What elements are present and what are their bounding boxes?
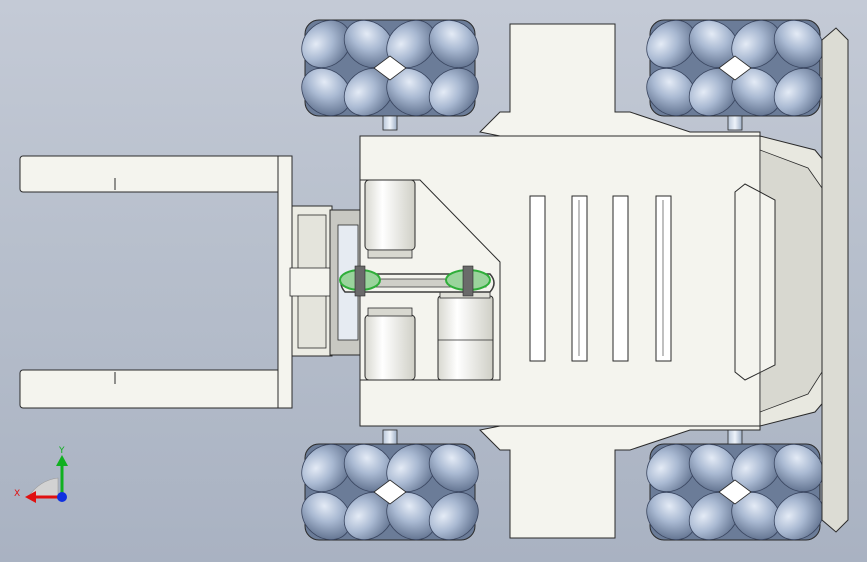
mecanum-roller [646,67,697,117]
front-guard-bar[interactable] [821,27,849,533]
wheel-rear-right[interactable] [637,429,833,549]
wheel-hub-center [373,55,407,81]
wheel-axle [382,429,398,445]
mecanum-roller [773,19,824,69]
motor-upper[interactable] [364,179,416,251]
mecanum-roller [428,19,479,69]
triad-z-axis-icon [57,492,67,502]
motor-upper-cap [367,249,413,259]
pulley-shaft-right [462,265,474,297]
view-orientation-triad-icon: X Y [14,446,68,503]
drive-motors[interactable] [364,179,494,381]
chassis-bottom-plate[interactable] [478,425,761,539]
fork-carriage-plate-2 [297,292,327,349]
wheel-rear-left[interactable] [292,429,488,549]
fork-assembly[interactable] [19,155,336,409]
fork-carriage-plate [297,214,327,271]
mecanum-roller [301,443,352,493]
vent-slot-3 [612,195,629,362]
vent-slot-2 [571,195,588,362]
vent-slot-1 [529,195,546,362]
triad-y-arrow-icon [56,455,68,466]
wheel-hub-center [718,55,752,81]
wheel-hub-center [373,479,407,505]
wheel-axle [727,115,743,131]
wheel-front-left[interactable] [292,11,488,131]
wheel-front-right[interactable] [637,11,833,131]
fork-arm-top[interactable] [19,155,293,193]
mecanum-roller [646,491,697,541]
vent-slot-4 [655,195,672,362]
triad-x-label: X [14,489,20,499]
mecanum-roller [301,19,352,69]
mecanum-roller [773,443,824,493]
mecanum-roller [301,67,352,117]
wheel-axle [727,429,743,445]
wheel-hub-center [718,479,752,505]
lift-motor[interactable] [437,295,494,381]
pulley-shaft-left [354,265,366,297]
sensor-housing[interactable] [734,183,776,381]
triad-x-arrow-icon [25,491,36,503]
motor-lower-cap [367,307,413,317]
mecanum-roller [428,491,479,541]
belt-drive[interactable] [339,265,495,297]
mecanum-roller [428,67,479,117]
triad-y-label: Y [58,446,65,456]
fork-slider [289,267,336,297]
mecanum-roller [428,443,479,493]
fork-arm-bottom[interactable] [19,369,293,409]
mecanum-roller [646,443,697,493]
mecanum-roller [773,491,824,541]
mecanum-roller [301,491,352,541]
motor-lower[interactable] [364,314,416,381]
wheel-axle [382,115,398,131]
mecanum-roller [646,19,697,69]
mecanum-roller [773,67,824,117]
chassis-top-plate[interactable] [478,23,761,137]
